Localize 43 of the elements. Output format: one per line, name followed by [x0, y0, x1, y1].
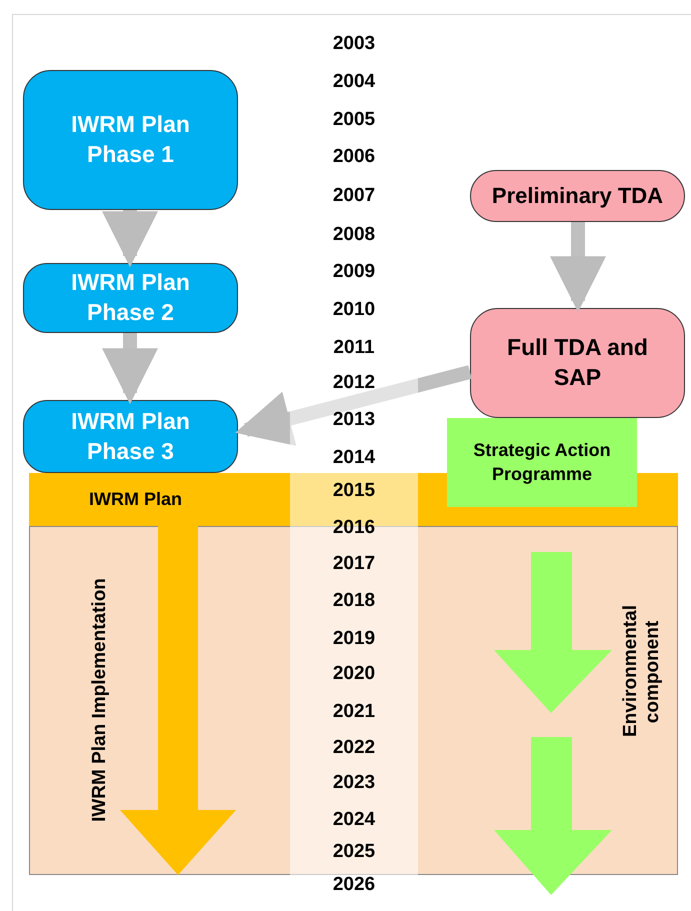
year-label: 2016: [332, 516, 376, 540]
year-label: 2017: [332, 552, 376, 576]
year-label: 2007: [332, 184, 376, 208]
year-label: 2023: [332, 771, 376, 795]
year-label: 2008: [332, 223, 376, 247]
year-label: 2012: [332, 371, 376, 395]
year-label: 2006: [332, 145, 376, 169]
node-text: Preliminary TDA: [492, 182, 664, 210]
year-label: 2011: [332, 336, 376, 360]
year-label: 2014: [332, 446, 376, 470]
year-label: 2009: [332, 260, 376, 284]
node-text: Strategic Action Programme: [472, 439, 612, 486]
year-label: 2003: [332, 32, 376, 56]
year-label: 2025: [332, 840, 376, 864]
year-label: 2018: [332, 589, 376, 613]
year-label: 2005: [332, 108, 376, 132]
vertical-label: IWRM Plan Implementation: [89, 578, 111, 822]
node-text: IWRM Plan: [89, 488, 182, 511]
programme-box: [447, 418, 637, 507]
year-label: 2004: [332, 70, 376, 94]
year-label: 2015: [332, 479, 376, 503]
phase-box: [23, 70, 238, 210]
year-label: 2013: [332, 408, 376, 432]
process-box: [470, 308, 685, 418]
year-label: 2021: [332, 700, 376, 724]
year-label: 2010: [332, 298, 376, 322]
arrow: [102, 333, 158, 404]
node-text: Full TDA and SAP: [506, 333, 649, 392]
node-text: IWRM Plan Phase 3: [70, 406, 191, 466]
year-label: 2022: [332, 736, 376, 760]
arrow: [235, 365, 472, 446]
year-label: 2019: [332, 627, 376, 651]
phase-box: [23, 400, 238, 473]
node-text: IWRM Plan Phase 1: [70, 110, 191, 169]
process-box: [470, 170, 685, 222]
node-text: IWRM Plan Phase 2: [70, 268, 191, 327]
year-label: 2024: [332, 808, 376, 832]
phase-box: [23, 263, 238, 333]
vertical-label: Environmental component: [620, 607, 664, 737]
arrow: [550, 222, 606, 312]
arrow: [102, 210, 158, 268]
year-label: 2020: [332, 662, 376, 686]
year-label: 2026: [332, 873, 376, 897]
